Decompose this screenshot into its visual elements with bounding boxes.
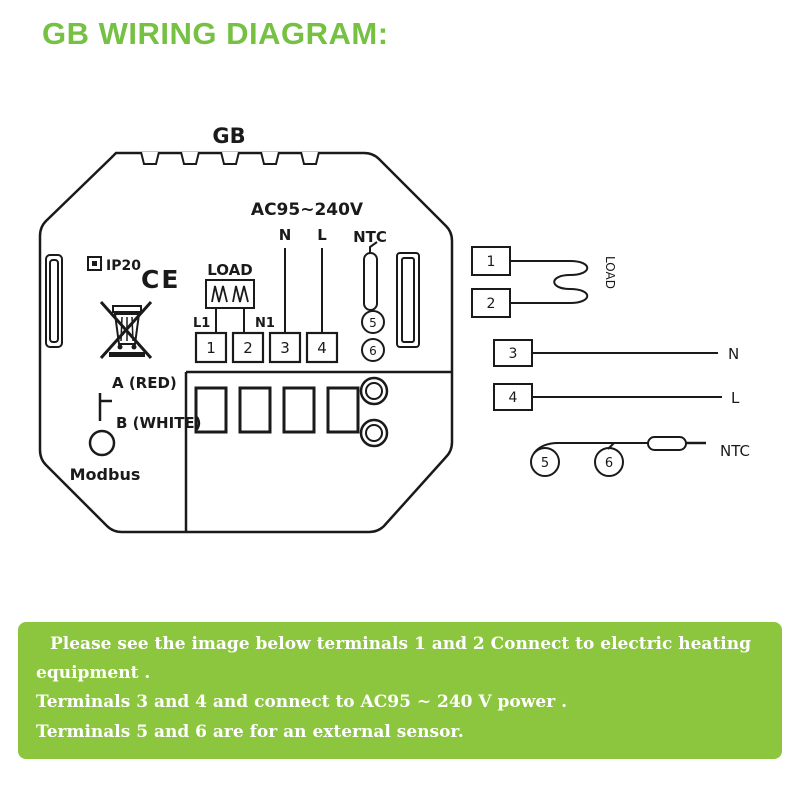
ip-rating-label: IP20 [106, 258, 141, 274]
bus-hook-icon [98, 393, 112, 421]
terminal-4-label: 4 [317, 339, 327, 357]
schematic: 1 2 LOAD 3 N 4 L 5 6 NTC [471, 246, 750, 477]
ntc-label: NTC [353, 228, 387, 246]
schematic-live-label: L [731, 389, 740, 407]
load-connector-icon [205, 279, 255, 333]
modbus-knob-icon [88, 429, 116, 457]
heater-element-icon [510, 260, 589, 304]
feed-wires [284, 248, 323, 333]
schematic-neutral-label: N [728, 345, 739, 363]
schematic-terminal-5: 5 [541, 456, 549, 471]
page-title: GB WIRING DIAGRAM: [42, 16, 389, 51]
schematic-terminal-3: 3 [509, 346, 518, 362]
terminal-5-circle: 5 [361, 310, 385, 334]
terminal-3-label: 3 [280, 339, 290, 357]
instruction-line-1: Please see the image below terminals 1 a… [36, 634, 752, 684]
terminal-2-label: 2 [243, 339, 253, 357]
neutral-label: N [279, 226, 292, 244]
ip-rating-icon [87, 256, 102, 271]
instruction-line-3: Terminals 5 and 6 are for an external se… [36, 721, 464, 742]
terminal-block [184, 370, 452, 531]
terminal-6-circle: 6 [361, 338, 385, 362]
ce-mark: CE [141, 265, 180, 294]
modbus-label: Modbus [70, 465, 141, 484]
schematic-terminal-1: 1 [487, 254, 496, 270]
instructions-panel: Please see the image below terminals 1 a… [18, 622, 782, 759]
bus-b-label: B (WHITE) [116, 414, 202, 432]
schematic-sensor-label: NTC [720, 442, 750, 460]
device-label: GB [212, 124, 245, 148]
wiring-diagram: GB AC95~240V IP20 CE LOAD [38, 124, 750, 534]
terminal-5-label: 5 [369, 316, 377, 330]
load-label: LOAD [207, 261, 252, 279]
voltage-label: AC95~240V [251, 200, 364, 220]
ntc-sensor-icon [647, 436, 706, 451]
schematic-load-label: LOAD [603, 256, 617, 289]
terminal-6-label: 6 [369, 344, 377, 358]
instruction-line-2: Terminals 3 and 4 and connect to AC95 ~ … [36, 692, 567, 713]
live-label: L [317, 226, 327, 244]
l1-label: L1 [193, 316, 210, 331]
weee-bin-icon [99, 301, 153, 359]
n1-label: N1 [255, 316, 275, 331]
schematic-terminal-6: 6 [605, 456, 613, 471]
bus-a-label: A (RED) [112, 374, 177, 392]
schematic-terminal-2: 2 [487, 296, 496, 312]
terminal-1-label: 1 [206, 339, 216, 357]
ntc-probe-icon [363, 241, 378, 313]
side-slots [45, 252, 420, 348]
sensor-wires [533, 442, 648, 454]
terminal-row: 1 2 3 4 [194, 331, 339, 364]
schematic-terminal-4: 4 [509, 390, 518, 406]
top-notches [140, 151, 320, 165]
